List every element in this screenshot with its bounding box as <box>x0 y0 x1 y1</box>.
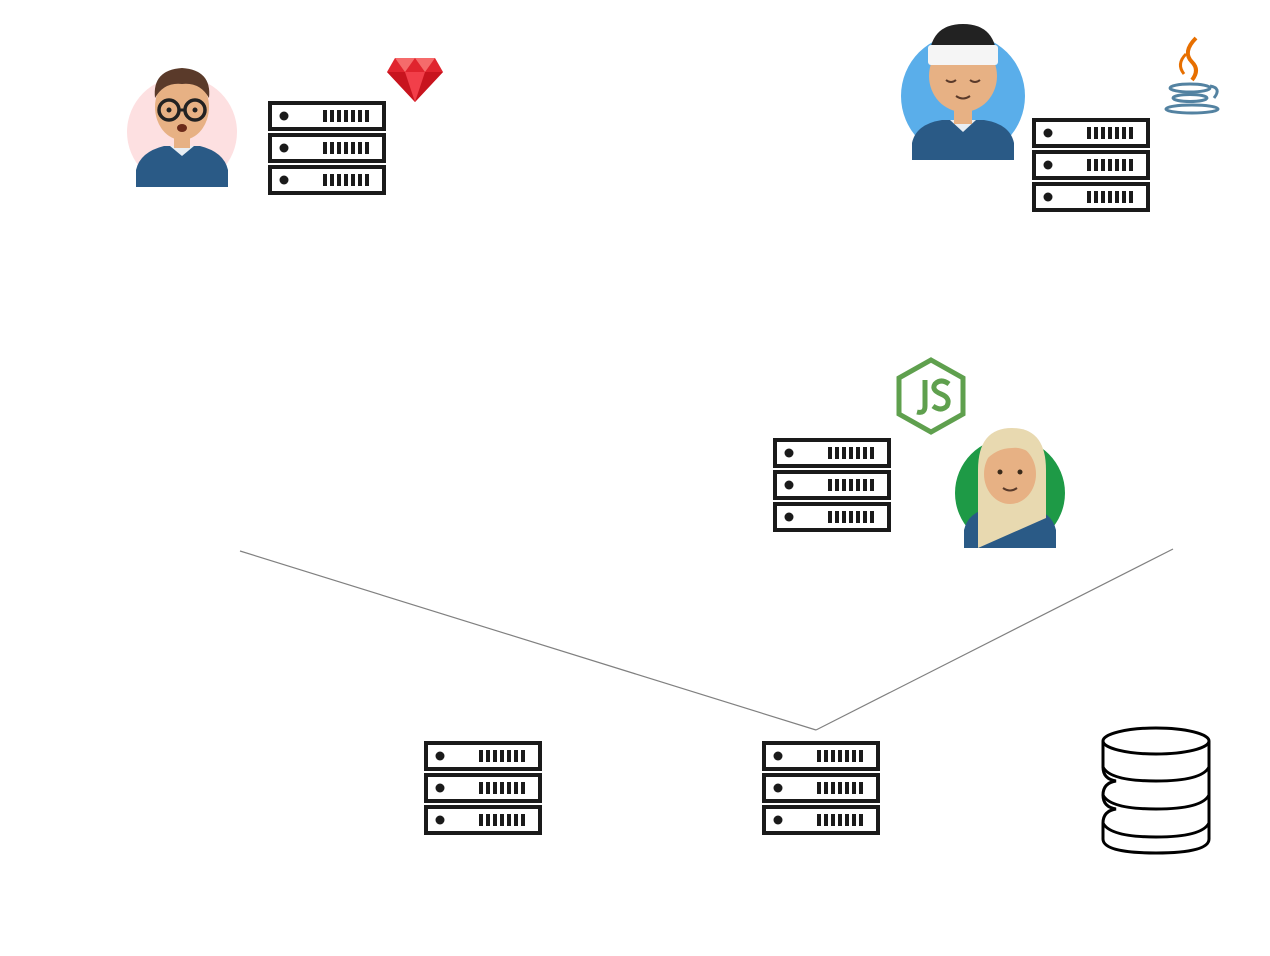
avatar-developer-headband <box>901 24 1025 160</box>
server-rack-bottom-left <box>426 743 540 833</box>
server-rack-icon <box>270 103 384 193</box>
avatar-developer-blonde <box>955 428 1065 548</box>
connection-line-left <box>239 550 817 731</box>
nodejs-hexagon-icon <box>896 357 966 435</box>
server-rack-java <box>1034 120 1148 210</box>
server-rack-bottom-center <box>764 743 878 833</box>
server-rack-icon <box>775 440 889 530</box>
server-rack-nodejs <box>775 440 889 530</box>
database-icon <box>1101 726 1211 855</box>
ruby-gem-icon <box>387 58 443 102</box>
connection-line-right <box>815 548 1174 731</box>
server-rack-ruby <box>270 103 384 193</box>
server-rack-icon <box>764 743 878 833</box>
java-coffee-icon <box>1164 36 1220 115</box>
server-rack-icon <box>426 743 540 833</box>
avatar-developer-glasses <box>127 68 237 187</box>
server-rack-icon <box>1034 120 1148 210</box>
